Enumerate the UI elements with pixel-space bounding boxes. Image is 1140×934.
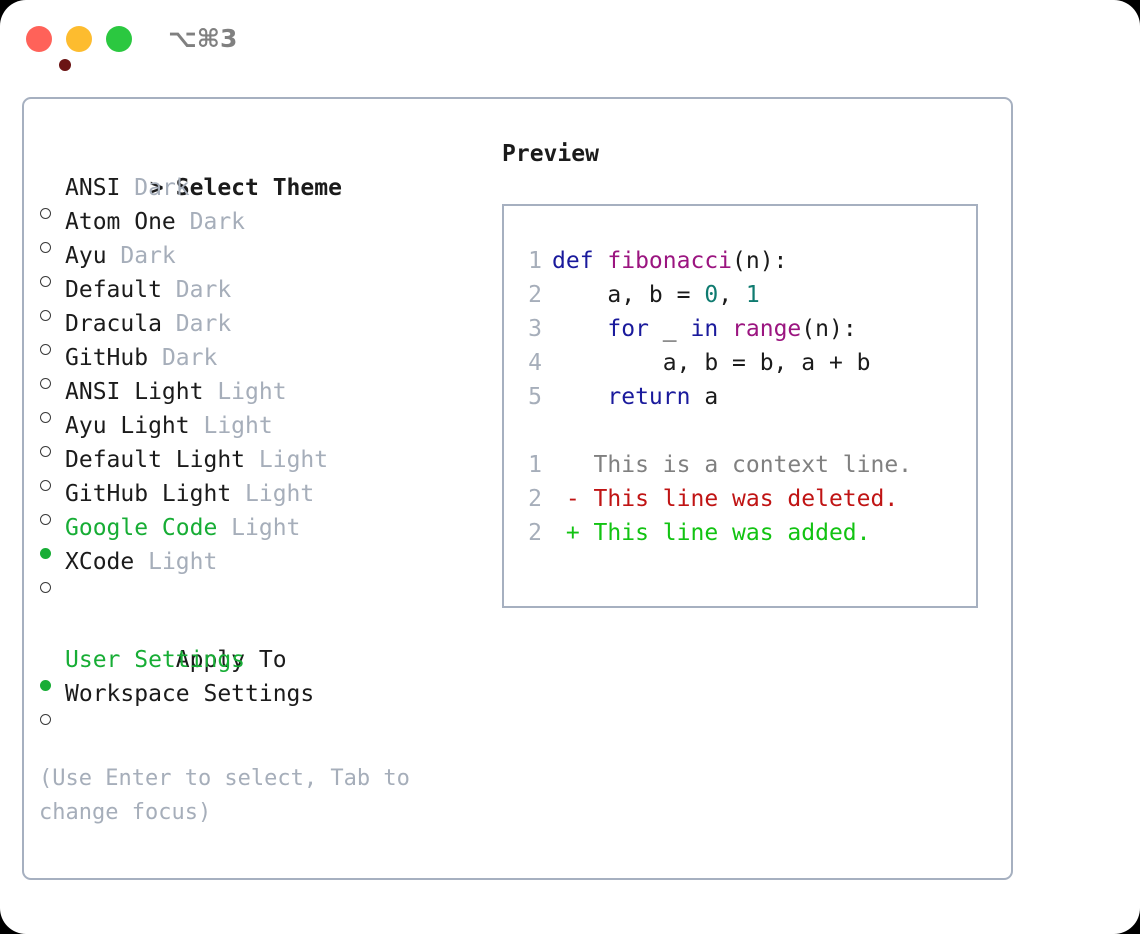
theme-item-label: Atom One — [65, 209, 190, 235]
code-token-txt: a — [690, 384, 719, 410]
section-spacer — [39, 579, 469, 609]
code-token-num: 1 — [745, 282, 760, 308]
code-token-add: + This line was added. — [552, 520, 871, 546]
theme-item-variant: Light — [258, 447, 329, 473]
theme-item-ayu-light[interactable]: Ayu Light Light — [39, 409, 469, 457]
theme-picker-title: Select Theme — [175, 175, 342, 201]
code-line: 2 a, b = 0, 1 — [516, 278, 912, 312]
theme-item-variant: Dark — [161, 345, 218, 371]
prompt-caret-icon: > — [149, 175, 178, 201]
line-number: 2 — [528, 282, 542, 308]
code-line: 3 for _ in range(n): — [516, 312, 912, 346]
line-number: 3 — [528, 316, 542, 342]
theme-item-ayu[interactable]: Ayu Dark — [39, 239, 469, 287]
apply-to-item-label: User Settings — [65, 647, 246, 673]
code-token-txt: a, b = b, a + b — [552, 350, 871, 376]
code-token-txt: (n): — [732, 248, 788, 274]
minimize-button[interactable] — [66, 26, 92, 52]
preview-title: Preview — [502, 141, 599, 167]
theme-item-google-code[interactable]: Google Code Light — [39, 511, 469, 559]
code-line: 4 a, b = b, a + b — [516, 346, 912, 380]
diff-line: 1 This is a context line. — [516, 448, 912, 482]
line-number: 2 — [528, 520, 542, 546]
diff-line: 2 - This line was deleted. — [516, 482, 912, 516]
record-indicator-icon — [59, 59, 71, 71]
code-token-txt: (n): — [801, 316, 857, 342]
theme-item-variant: Dark — [120, 243, 176, 269]
apply-to-item-label: Workspace Settings — [65, 681, 315, 707]
line-number: 1 — [528, 248, 542, 274]
line-number: 2 — [528, 486, 542, 512]
code-token-fn: fibonacci — [607, 248, 733, 274]
code-token-txt: _ — [662, 316, 691, 342]
theme-item-variant: Dark — [175, 277, 232, 303]
theme-item-label: ANSI Light — [65, 379, 218, 405]
code-token-txt: a, b = — [552, 282, 705, 308]
code-token-fn: range — [732, 316, 802, 342]
theme-item-label: GitHub — [65, 345, 162, 371]
apply-to-title: Apply To — [175, 647, 287, 673]
close-button[interactable] — [26, 26, 71, 71]
theme-item-github[interactable]: GitHub Dark — [39, 341, 469, 389]
theme-item-variant: Light — [148, 549, 218, 575]
diff-lines: 1 This is a context line.2 - This line w… — [516, 448, 912, 550]
theme-item-label: XCode — [65, 549, 149, 575]
code-token-kw: def — [552, 248, 608, 274]
code-blank-line — [516, 414, 912, 448]
theme-item-label: Default Light — [65, 447, 259, 473]
code-token-txt: , — [718, 282, 746, 308]
theme-item-label: Ayu Light — [65, 413, 204, 439]
theme-item-label: Default — [65, 277, 176, 303]
maximize-button[interactable] — [106, 26, 132, 52]
theme-item-variant: Dark — [175, 311, 232, 337]
code-token-kw: return — [552, 384, 691, 410]
theme-item-dracula[interactable]: Dracula Dark — [39, 307, 469, 355]
code-token-kw: in — [690, 316, 733, 342]
theme-item-label: Dracula — [65, 311, 176, 337]
theme-item-github-light[interactable]: GitHub Light Light — [39, 477, 469, 525]
theme-item-variant: Light — [203, 413, 273, 439]
theme-item-label: Google Code — [65, 515, 232, 541]
apply-to-item-user-settings[interactable]: User Settings — [39, 643, 469, 691]
line-number: 1 — [528, 452, 542, 478]
code-token-del: - This line was deleted. — [552, 486, 899, 512]
theme-item-label: GitHub Light — [65, 481, 246, 507]
line-number: 4 — [528, 350, 542, 376]
theme-item-variant: Dark — [134, 175, 190, 201]
keyboard-hint: (Use Enter to select, Tab to change focu… — [39, 766, 424, 825]
theme-item-variant: Light — [245, 481, 315, 507]
code-line: 5 return a — [516, 380, 912, 414]
diff-line: 2 + This line was added. — [516, 516, 912, 550]
theme-item-ansi-light[interactable]: ANSI Light Light — [39, 375, 469, 423]
code-token-ctx: This is a context line. — [552, 452, 913, 478]
theme-item-atom-one[interactable]: Atom One Dark — [39, 205, 469, 253]
theme-item-default-light[interactable]: Default Light Light — [39, 443, 469, 491]
theme-picker-header: > Select Theme — [39, 137, 469, 201]
theme-item-label: ANSI — [65, 175, 135, 201]
apply-to-item-workspace-settings[interactable]: Workspace Settings — [39, 677, 469, 725]
code-token-num: 0 — [704, 282, 719, 308]
line-number: 5 — [528, 384, 542, 410]
code-token-kw: for — [552, 316, 663, 342]
apply-to-header: Apply To — [39, 609, 469, 673]
theme-item-ansi[interactable]: ANSI Dark — [39, 171, 469, 219]
theme-item-variant: Light — [231, 515, 301, 541]
theme-item-variant: Dark — [189, 209, 246, 235]
theme-item-variant: Light — [217, 379, 287, 405]
theme-item-xcode[interactable]: XCode Light — [39, 545, 469, 593]
code-line: 1 def fibonacci(n): — [516, 244, 912, 278]
theme-item-label: Ayu — [65, 243, 121, 269]
theme-item-default[interactable]: Default Dark — [39, 273, 469, 321]
keyboard-shortcut-label: ⌥⌘3 — [168, 24, 238, 53]
title-bar: ⌥⌘3 — [0, 0, 1140, 78]
